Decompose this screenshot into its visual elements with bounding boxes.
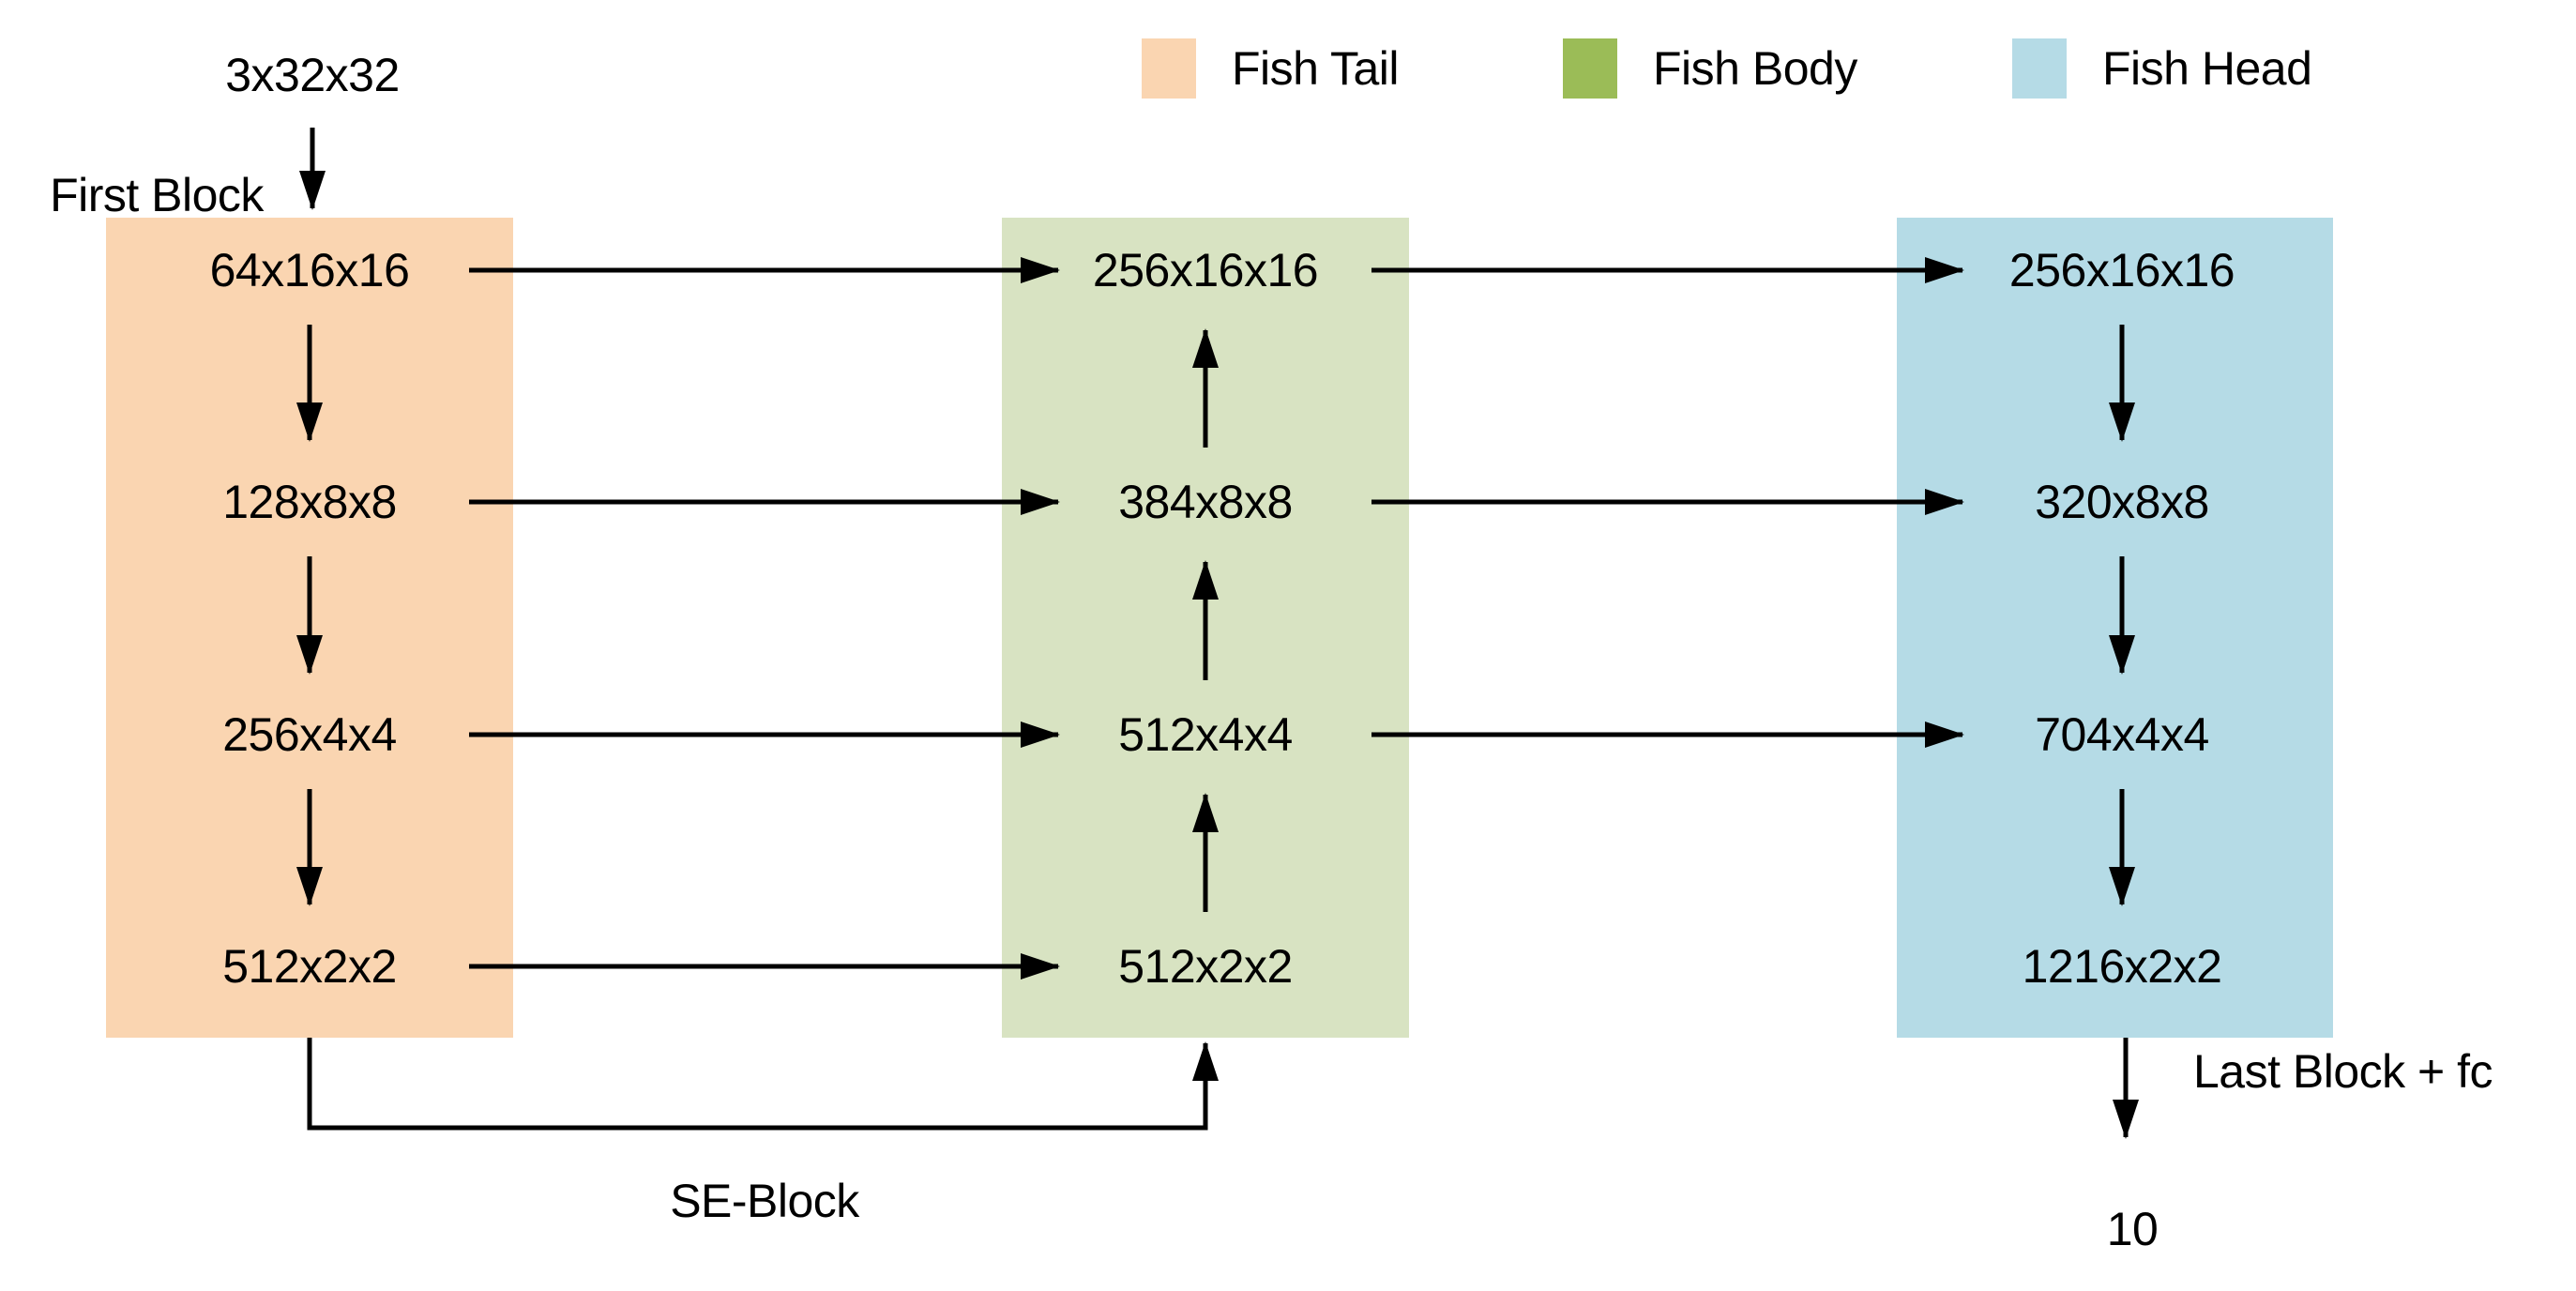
arrow-se-block-skip <box>307 1038 1219 1131</box>
fish-tail-legend-label: Fish Tail <box>1232 42 1399 95</box>
body-stage-4: 512x2x2 <box>1118 940 1293 993</box>
body-stage-1: 256x16x16 <box>1092 244 1319 296</box>
fish-body-swatch-icon <box>1563 38 1617 99</box>
fish-head-legend-label: Fish Head <box>2102 42 2312 95</box>
body-stage-2: 384x8x8 <box>1118 476 1293 528</box>
first-block-label: First Block <box>50 169 264 221</box>
legend-item-fish-body: Fish Body <box>1563 38 1857 99</box>
legend-item-fish-tail: Fish Tail <box>1142 38 1399 99</box>
body-stage-3: 512x4x4 <box>1118 708 1293 761</box>
fish-head-swatch-icon <box>2012 38 2067 99</box>
fish-body-legend-label: Fish Body <box>1653 42 1857 95</box>
head-stage-4: 1216x2x2 <box>2022 940 2222 993</box>
legend-item-fish-head: Fish Head <box>2012 38 2312 99</box>
head-stage-2: 320x8x8 <box>2035 476 2209 528</box>
fish-tail-swatch-icon <box>1142 38 1196 99</box>
tail-stage-4: 512x2x2 <box>222 940 397 993</box>
output-classes-label: 10 <box>2106 1203 2159 1255</box>
input-dimension-label: 3x32x32 <box>225 49 400 101</box>
tail-stage-3: 256x4x4 <box>222 708 397 761</box>
last-block-fc-label: Last Block + fc <box>2193 1045 2493 1098</box>
se-block-label: SE-Block <box>670 1175 859 1227</box>
tail-stage-2: 128x8x8 <box>222 476 397 528</box>
head-stage-1: 256x16x16 <box>2008 244 2235 296</box>
head-stage-3: 704x4x4 <box>2035 708 2209 761</box>
tail-stage-1: 64x16x16 <box>209 244 410 296</box>
